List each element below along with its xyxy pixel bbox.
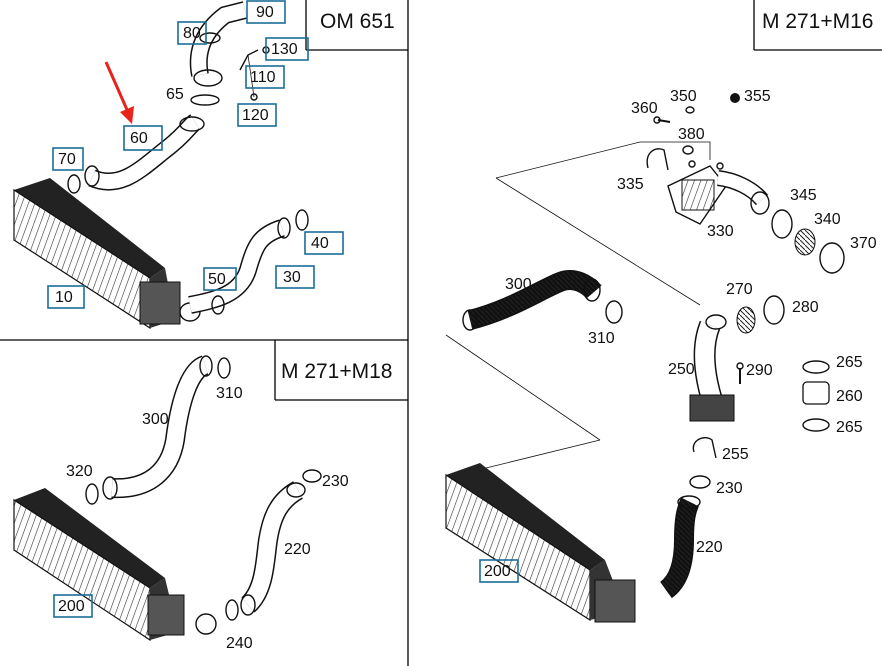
callout-370: 370 [850,235,877,252]
gasket-40 [295,209,309,231]
callout-300-m16: 300 [505,276,532,293]
callout-355: 355 [744,88,771,105]
charge-air-hose-60 [84,114,205,191]
callout-200-m18: 200 [58,598,85,615]
ring-270 [736,306,756,334]
callout-265b: 265 [836,419,863,436]
callouts-m16: 360 350 355 380 335 345 340 330 370 300 … [479,88,877,583]
callout-310-m16: 310 [588,330,615,347]
callout-350: 350 [670,88,697,105]
callout-380: 380 [678,126,705,143]
callout-65: 65 [166,86,184,103]
callout-130: 130 [271,41,298,58]
clip-255 [692,436,717,459]
ring-340 [794,228,816,256]
callout-240: 240 [226,635,253,652]
callout-200-m16: 200 [484,563,511,580]
gasket-70 [67,174,81,194]
callout-60: 60 [130,130,148,147]
callout-90: 90 [256,4,274,21]
callout-230-m18: 230 [322,473,349,490]
gasket-240 [225,599,239,621]
callout-70: 70 [58,151,76,168]
nut-355 [730,93,740,103]
callout-40: 40 [311,235,329,252]
gasket-345 [771,209,793,239]
washer-350 [685,106,695,114]
throttle-housing-330 [667,160,770,225]
gasket-310-m18 [217,357,231,379]
gasket-50 [211,295,225,315]
panel-title-om651: OM 651 [320,10,395,33]
callouts-m18: 310 300 320 230 220 200 240 [53,385,349,652]
bolt-360 [653,116,671,124]
clamp-280 [763,295,785,325]
callout-270: 270 [726,281,753,298]
charge-hose-300-m18 [102,355,213,500]
callout-255: 255 [722,446,749,463]
charge-hose-220-m18 [240,481,306,616]
panel-title-m271-m16: M 271+M16 [762,10,873,33]
callout-280: 280 [792,299,819,316]
callout-265a: 265 [836,354,863,371]
charge-hose-220-m16 [659,495,701,599]
gasket-230-m18 [302,469,322,483]
charge-hose-300-m16 [462,270,602,331]
intercooler-200-m18 [13,488,217,642]
callout-290: 290 [746,362,773,379]
callout-110: 110 [250,69,276,86]
intercooler-200-m16 [445,463,636,623]
callout-340: 340 [814,211,841,228]
seal-335 [646,148,669,171]
resonator-250 [689,314,735,422]
clip-380 [682,145,694,155]
callout-80: 80 [183,25,201,42]
sleeve-260 [802,381,830,405]
gasket-320 [85,483,99,505]
callout-230-m16: 230 [716,480,743,497]
panel-title-m271-m18: M 271+M18 [281,360,392,383]
callout-220-m16: 220 [696,539,723,556]
callout-220-m18: 220 [284,541,311,558]
callout-120: 120 [242,107,269,124]
charge-pipe-90 [189,1,248,87]
callout-260: 260 [836,388,863,405]
red-arrow-icon [104,61,134,124]
callout-310-m18: 310 [216,385,243,402]
clamp-265b [802,418,830,432]
callout-300-m18: 300 [142,411,169,428]
callout-250: 250 [668,361,695,378]
callout-345: 345 [790,187,817,204]
callout-320: 320 [66,463,93,480]
callout-330: 330 [707,223,734,240]
callout-10: 10 [55,289,73,306]
clamp-370 [819,242,845,274]
gasket-230-m16 [689,475,711,489]
callouts-om651: 90 80 130 110 65 120 60 70 40 50 30 10 [47,0,344,309]
bolt-290 [736,362,744,384]
callout-50: 50 [208,271,226,288]
connector-lines [445,141,711,469]
gasket-65 [190,94,220,106]
callout-360: 360 [631,100,658,117]
intercooler-10 [13,178,201,330]
clamp-265a [802,360,830,374]
callout-335: 335 [617,176,644,193]
charge-hose-30 [188,217,291,314]
callout-30: 30 [283,269,301,286]
gasket-310-m16 [605,300,623,324]
